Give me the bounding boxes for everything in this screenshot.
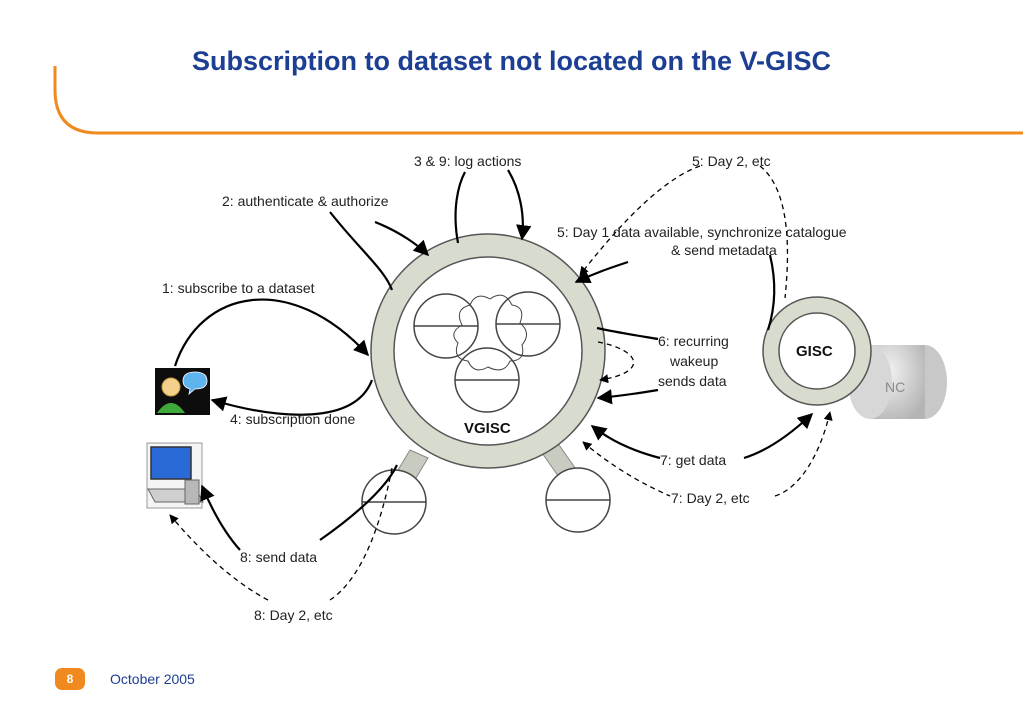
label-day2-7: 7: Day 2, etc xyxy=(671,490,750,506)
line-day2-5-gisc xyxy=(759,165,789,299)
label-log-actions: 3 & 9: log actions xyxy=(414,153,521,169)
arrow-log-actions-in xyxy=(507,169,532,241)
label-authenticate: 2: authenticate & authorize xyxy=(222,193,389,209)
arrow-day1 xyxy=(574,260,629,284)
arrow-authenticate-in xyxy=(374,220,430,257)
label-day2-8: 8: Day 2, etc xyxy=(254,607,333,623)
arrow-send-data-in xyxy=(200,484,241,551)
line-day2-8-vgisc xyxy=(329,467,393,601)
slide-title: Subscription to dataset not located on t… xyxy=(191,46,832,76)
label-day1-line2: & send metadata xyxy=(671,242,777,258)
gisc-label: GISC xyxy=(796,343,833,360)
label-recurring-1: 6: recurring xyxy=(658,333,729,349)
user-chat-icon xyxy=(155,368,210,415)
line-authenticate-out xyxy=(329,211,394,291)
label-send-data: 8: send data xyxy=(240,549,317,565)
line-gisc-metadata xyxy=(766,254,776,331)
page-number-badge: 8 xyxy=(55,668,85,690)
vgisc-label: VGISC xyxy=(464,420,511,437)
line-recurring-out xyxy=(596,326,659,341)
label-get-data: 7: get data xyxy=(660,452,726,468)
arrow-day2-8-user xyxy=(169,514,269,601)
nc-label: NC xyxy=(885,379,905,395)
arrow-day2-7-vgisc xyxy=(582,441,671,497)
vgisc-node: VGISC xyxy=(370,233,606,469)
arrow-recurring-loop xyxy=(597,341,635,384)
satellite-right xyxy=(545,467,611,533)
arrow-subscribe xyxy=(173,298,370,367)
arrow-recurring-in xyxy=(596,388,659,405)
label-subscription-done: 4: subscription done xyxy=(230,411,356,427)
arrow-day2-5 xyxy=(579,165,701,276)
label-day2-5: 5: Day 2, etc xyxy=(692,153,771,169)
computer-terminal-icon xyxy=(146,442,204,509)
gisc-node: GISC xyxy=(762,296,872,406)
arrow-get-data-gisc xyxy=(743,412,814,460)
footer-date: October 2005 xyxy=(110,671,195,687)
label-recurring-3: sends data xyxy=(658,373,727,389)
line-send-data-out xyxy=(319,464,398,541)
line-log-actions-out xyxy=(454,171,466,244)
label-subscribe: 1: subscribe to a dataset xyxy=(162,280,315,296)
arrow-day2-7-gisc xyxy=(774,411,833,497)
label-day1-line1: 5: Day 1 data available, synchronize cat… xyxy=(557,224,847,240)
arrow-subscription-done xyxy=(210,379,374,416)
label-recurring-2: wakeup xyxy=(669,353,718,369)
arrow-get-data-vgisc xyxy=(590,425,661,460)
nc-node: NC xyxy=(848,345,947,419)
satellite-left xyxy=(361,469,427,535)
